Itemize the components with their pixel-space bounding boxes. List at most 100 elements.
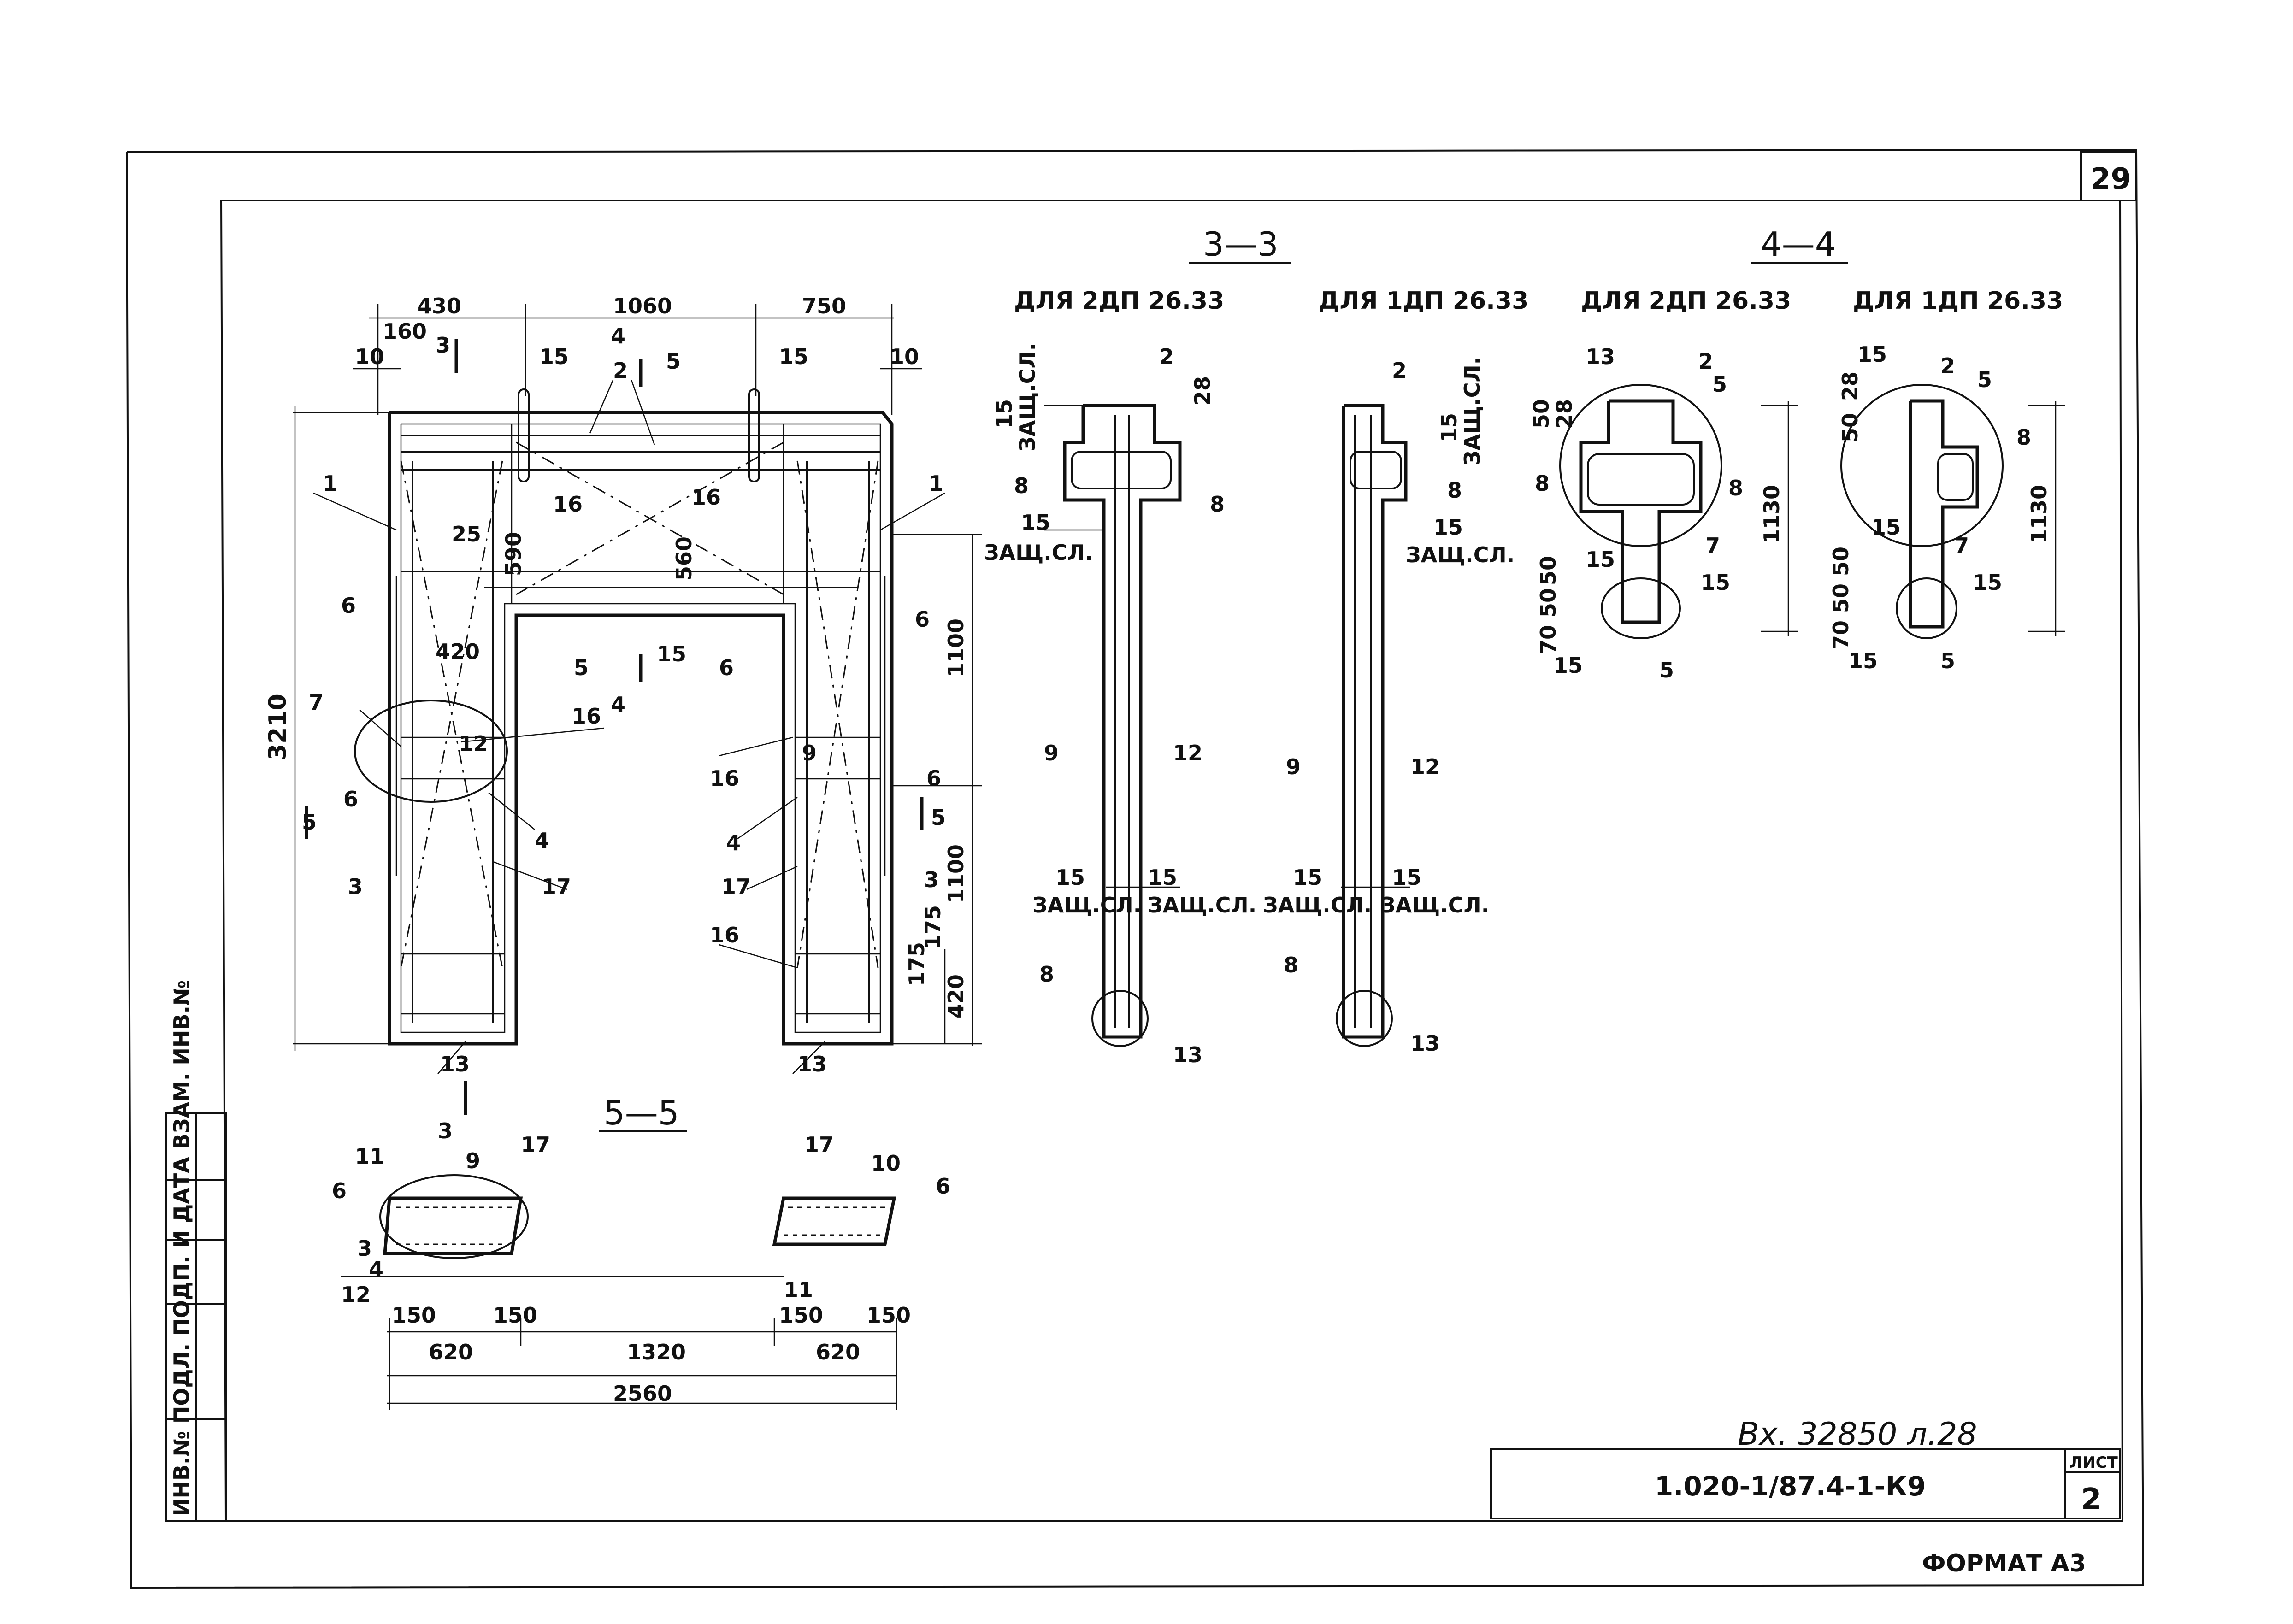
dim-1100-lower: 1100 xyxy=(943,844,968,903)
dim-50-s44-left-b: 50 xyxy=(1536,556,1561,585)
dim-1130-s44-right: 1130 xyxy=(2027,485,2051,544)
pos-14-s44-right-b: 15 xyxy=(1871,515,1901,540)
pos-10-s55: 10 xyxy=(871,1151,901,1176)
sheet-number: 2 xyxy=(2081,1483,2102,1517)
pos-3-s55: 3 xyxy=(357,1236,372,1261)
pos-8-s33-left-a: 8 xyxy=(1014,473,1029,498)
pos-2-s33-right: 2 xyxy=(1392,358,1407,383)
title-section-5-5: 5—5 xyxy=(604,1094,679,1132)
pos-14-s44-left-a: 15 xyxy=(1586,547,1615,572)
side-stamp-text: ИНВ.№ ПОДЛ. ПОДП. И ДАТА ВЗАМ. ИНВ.№ xyxy=(169,980,194,1516)
dim-150-a: 150 xyxy=(392,1303,436,1328)
caption-3-3-right: ДЛЯ 1ДП 26.33 xyxy=(1318,287,1528,315)
pos-5-mid: 5 xyxy=(574,655,589,680)
cover-s33-a: ЗАЩ.СЛ. xyxy=(1015,343,1040,452)
pos-7-s44-right: 7 xyxy=(1954,533,1969,558)
pos-9-s33-left: 9 xyxy=(1044,741,1059,765)
dim-28-s33: 28 xyxy=(1190,376,1215,406)
pos-2-s44-left: 2 xyxy=(1698,349,1713,374)
pos-6-left: 6 xyxy=(341,593,356,618)
cover-s33-c: ЗАЩ.СЛ. xyxy=(1032,893,1141,918)
cover-s33-r-b: ЗАЩ.СЛ. xyxy=(1406,542,1515,567)
dim-50-s44-right-c: 50 xyxy=(1828,583,1853,613)
dim-50-s44-right-a: 50 xyxy=(1838,413,1863,442)
dim-15-s33-r-c: 15 xyxy=(1293,865,1322,890)
pos-17-s55-left: 17 xyxy=(521,1132,550,1157)
dim-10-left: 10 xyxy=(355,344,384,369)
dim-1100-upper: 1100 xyxy=(943,618,968,677)
pos-8-s33-left-b: 8 xyxy=(1210,492,1225,517)
dim-2560: 2560 xyxy=(613,1381,672,1406)
dim-15-s33-c: 15 xyxy=(1055,865,1085,890)
pos-4-s55: 4 xyxy=(369,1257,383,1282)
pos-12-s33-right: 12 xyxy=(1410,754,1440,779)
pos-16-e: 16 xyxy=(710,923,739,947)
pos-4-right: 4 xyxy=(726,830,741,855)
title-section-3-3: 3—3 xyxy=(1203,225,1279,264)
pos-7: 6 xyxy=(719,655,734,680)
dim-430: 430 xyxy=(417,294,461,318)
dim-150-c: 150 xyxy=(779,1303,823,1328)
pos-15-s44-left: 15 xyxy=(1553,653,1583,678)
pos-5-s44-left-b: 5 xyxy=(1659,658,1674,683)
pos-4-left: 4 xyxy=(535,828,549,853)
pos-3-left: 3 xyxy=(348,874,363,899)
dim-15-s33-d: 15 xyxy=(1148,865,1177,890)
caption-4-4-right: ДЛЯ 1ДП 26.33 xyxy=(1853,287,2063,315)
pos-13-s33-right: 13 xyxy=(1410,1031,1440,1056)
sheet-frames xyxy=(126,148,2145,1589)
section-4-4-right xyxy=(1840,384,2065,639)
dim-70-s44-right: 70 xyxy=(1828,620,1853,650)
dim-1320: 1320 xyxy=(627,1340,686,1365)
pos-17-left: 17 xyxy=(542,874,571,899)
pos-8-s33-right-b: 8 xyxy=(1284,953,1298,977)
dim-25: 25 xyxy=(452,522,481,547)
pos-8-s44-left-a: 8 xyxy=(1535,471,1550,496)
document-code: 1.020-1/87.4-1-К9 xyxy=(1655,1471,1926,1502)
pos-8-s33-left-c: 8 xyxy=(1039,962,1054,987)
pos-11-s55: 11 xyxy=(355,1144,384,1169)
cut-3-top: 3 xyxy=(436,333,450,358)
pos-12-s55: 12 xyxy=(341,1282,371,1307)
cut-marks xyxy=(305,339,924,1115)
pos-7-s44-left: 7 xyxy=(1705,533,1720,558)
dim-50-s44-right-b: 50 xyxy=(1828,547,1853,576)
pos-16-d: 16 xyxy=(710,766,739,791)
section-3-3-right xyxy=(1336,404,1410,1047)
caption-4-4-left: ДЛЯ 2ДП 26.33 xyxy=(1581,287,1791,315)
dim-50-s44-left-a: 50 xyxy=(1529,399,1554,429)
pos-6-right: 6 xyxy=(915,607,930,632)
frame-elevation xyxy=(354,388,894,1046)
cover-s33-r-c: ЗАЩ.СЛ. xyxy=(1263,893,1372,918)
dim-70-s44-left: 70 xyxy=(1536,625,1561,654)
pos-9-s55: 9 xyxy=(466,1148,480,1173)
cover-s33-b: ЗАЩ.СЛ. xyxy=(984,540,1093,565)
pos-14-s44-right: 15 xyxy=(1857,342,1887,367)
dim-1060: 1060 xyxy=(613,294,672,318)
pos-13-right: 13 xyxy=(797,1052,827,1077)
pos-17-s55-right: 17 xyxy=(804,1132,834,1157)
title-section-4-4: 4—4 xyxy=(1761,225,1836,264)
pos-1-right: 1 xyxy=(929,471,943,496)
dim-175-a: 175 xyxy=(904,942,929,986)
pos-12: 12 xyxy=(459,731,488,756)
pos-6-s55-left: 6 xyxy=(332,1178,347,1203)
pos-16-c: 16 xyxy=(572,704,601,729)
dim-15-s33-r-d: 15 xyxy=(1392,865,1421,890)
dim-3210: 3210 xyxy=(264,694,292,760)
dim-15-s33-b: 15 xyxy=(1021,510,1050,535)
pos-1-left: 1 xyxy=(323,471,337,496)
pos-12-s33-left: 12 xyxy=(1173,741,1202,765)
dim-150-b: 150 xyxy=(493,1303,537,1328)
pos-5-s44-right: 5 xyxy=(1977,367,1992,392)
dim-175-b: 175 xyxy=(920,905,945,949)
dim-150-d: 150 xyxy=(867,1303,911,1328)
dim-620-left: 620 xyxy=(429,1340,473,1365)
section-5-5 xyxy=(341,1174,897,1410)
sheet-label: ЛИСТ xyxy=(2069,1453,2118,1472)
pos-2-s44-right: 2 xyxy=(1940,353,1955,378)
dim-420-base: 420 xyxy=(943,974,968,1018)
dim-750: 750 xyxy=(802,294,846,318)
dim-50-s44-left-c: 50 xyxy=(1536,588,1561,618)
pos-14-s44-left-b: 15 xyxy=(1701,570,1730,595)
